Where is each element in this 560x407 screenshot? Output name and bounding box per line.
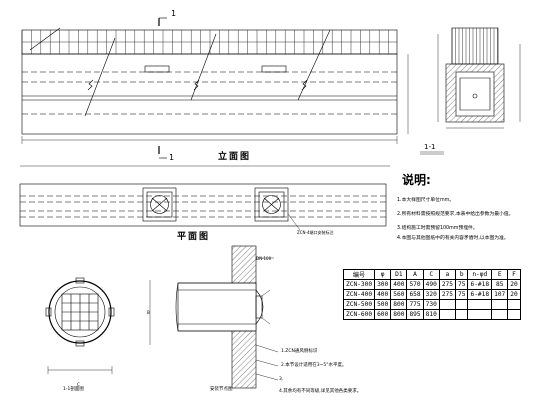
detail-caption-right: 安装节点图: [210, 387, 233, 392]
table-cell: 895: [406, 309, 424, 320]
note-1: 1.本大样图尺寸单位mm。: [397, 198, 455, 203]
table-header-cell: a: [438, 269, 457, 280]
table-cell: [467, 309, 493, 320]
table-cell: 600: [374, 309, 392, 320]
table-header-cell: φ: [374, 269, 392, 280]
table-cell: 800: [390, 309, 408, 320]
cut-marker-bottom: 1: [169, 153, 175, 162]
top-elevation: [21, 17, 409, 159]
note-3: 3.结构施工时需预留100mm预埋件。: [397, 226, 478, 231]
table-cell: 658: [406, 289, 424, 300]
table-cell: 275: [438, 279, 457, 290]
dn-label: DN-100: [256, 256, 272, 261]
table-cell: 107: [491, 289, 509, 300]
table-cell: [454, 309, 469, 320]
dim-b: B: [147, 310, 150, 315]
table-cell: 6-#18: [467, 279, 493, 290]
table-cell: [507, 309, 521, 320]
table-cell: 730: [422, 299, 440, 310]
table-header-cell: 编号: [342, 269, 376, 280]
elevation-title: 立面图: [218, 152, 252, 162]
plan-title: 平面图: [177, 232, 211, 242]
pipe-note: ZCN-4端口安装标注: [297, 230, 334, 235]
table-cell: 75: [454, 289, 469, 300]
table-cell: 20: [507, 289, 521, 300]
table-cell: [491, 309, 509, 320]
table-cell: 810: [422, 309, 440, 320]
table-cell: 75: [454, 279, 469, 290]
table-cell: [454, 299, 469, 310]
detail-caption-left: 1-1剖面图: [63, 387, 84, 392]
table-cell: 400: [374, 289, 392, 300]
table-cell: 500: [374, 299, 392, 310]
note-4: 4.本图与其他图纸中的有关内容矛盾时,以本图为准。: [397, 236, 509, 241]
table-cell: 275: [438, 289, 457, 300]
table-cell: 85: [491, 279, 509, 290]
wall-detail: [175, 245, 279, 389]
plan-strip: [19, 165, 390, 231]
dim-c: C: [77, 382, 80, 387]
table-cell: [507, 299, 521, 310]
table-cell: 570: [406, 279, 424, 290]
table-cell: 300: [374, 279, 392, 290]
table-cell: 320: [422, 289, 440, 300]
table-header-cell: A: [406, 269, 424, 280]
table-header-cell: E: [491, 269, 509, 280]
table-header-cell: n-φd: [467, 269, 493, 280]
table-cell: [467, 299, 493, 310]
table-header-cell: b: [454, 269, 469, 280]
table-cell: ZCN-300: [342, 279, 376, 290]
section-1-1: [420, 27, 521, 155]
bottom-note-3: 3.: [279, 377, 284, 382]
table-cell: 560: [390, 289, 408, 300]
table-cell: [491, 299, 509, 310]
bottom-note-2: 2.本节设计适用在3~5°水平度。: [281, 363, 347, 368]
table-cell: ZCN-600: [342, 309, 376, 320]
table-cell: 6-#18: [467, 289, 493, 300]
table-cell: 490: [422, 279, 440, 290]
table-header-cell: C: [422, 269, 440, 280]
table-cell: 20: [507, 279, 521, 290]
table-cell: ZCN-500: [342, 299, 376, 310]
cut-marker-top: 1: [171, 9, 177, 18]
section-label: 1-1: [424, 143, 436, 151]
note-2: 2.所有材料需按照规范要求,本表中给出参数为最小值。: [397, 212, 514, 217]
grille-detail: [45, 277, 151, 374]
table-header-cell: F: [507, 269, 521, 280]
bottom-note-1: 1.ZCN通风侧标识: [281, 349, 318, 354]
table-cell: ZCN-400: [342, 289, 376, 300]
table-cell: [438, 299, 457, 310]
table-header-cell: D1: [390, 269, 408, 280]
table-cell: [438, 309, 457, 320]
table-cell: 400: [390, 279, 408, 290]
table-cell: 800: [390, 299, 408, 310]
notes-title: 说明:: [402, 173, 431, 187]
bottom-note-4: 4.其余均有不同等级,详见其他各类要求。: [279, 389, 362, 394]
table-cell: 775: [406, 299, 424, 310]
